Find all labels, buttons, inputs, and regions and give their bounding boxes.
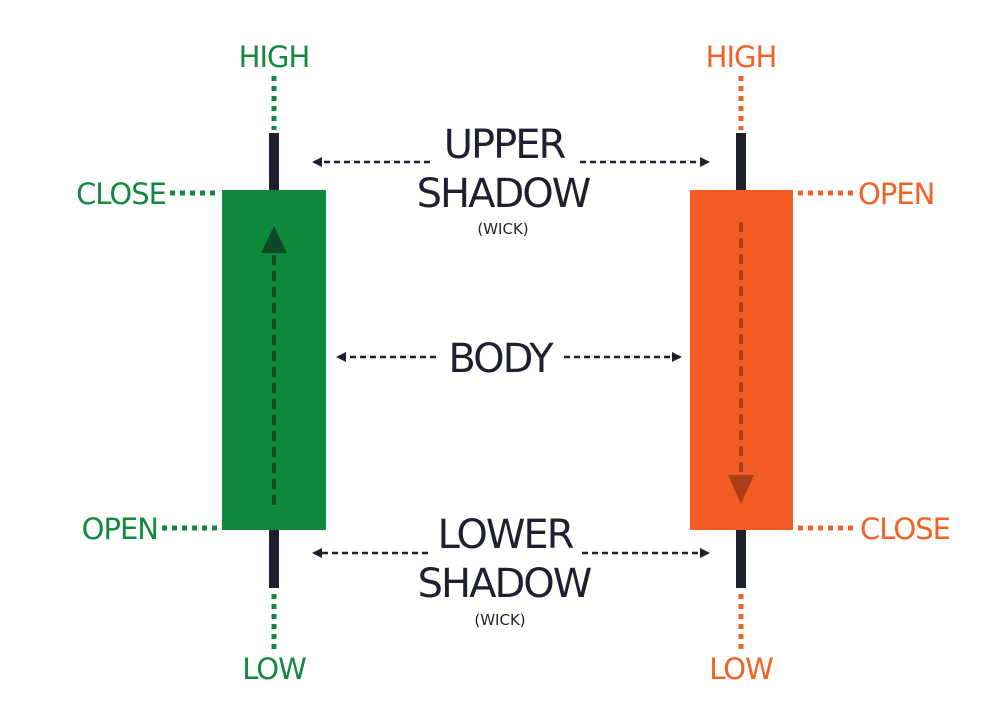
bearish-upper-wick [736,133,746,191]
body-label: BODY [448,336,554,382]
bearish-close-label: CLOSE [860,512,950,546]
bullish-low-label: LOW [242,652,306,686]
bullish-upper-wick [269,133,279,191]
upper-shadow-label-line1: UPPER [444,122,566,168]
bearish-lower-wick [736,530,746,588]
lower-shadow-annotation: LOWER SHADOW (WICK) [312,512,710,629]
bearish-open-label: OPEN [858,177,934,211]
bearish-low-label: LOW [709,652,773,686]
bearish-direction-arrow-head [728,475,754,504]
upper-shadow-label-line2: SHADOW [417,171,591,217]
lower-shadow-label-line2: SHADOW [418,561,592,607]
body-annotation: BODY [336,336,682,382]
bearish-high-label: HIGH [706,40,777,74]
bullish-direction-arrow-head [261,226,287,253]
upper-shadow-annotation: UPPER SHADOW (WICK) [312,122,710,238]
lower-shadow-label-line1: LOWER [438,512,574,558]
upper-shadow-label-line3: (WICK) [477,220,528,238]
bearish-candle: HIGH OPEN CLOSE LOW [690,40,951,686]
bullish-lower-wick [269,530,279,588]
lower-shadow-label-line3: (WICK) [474,611,525,629]
bullish-open-label: OPEN [82,512,158,546]
bullish-high-label: HIGH [239,40,310,74]
bullish-close-label: CLOSE [76,177,166,211]
bullish-candle: HIGH CLOSE OPEN LOW [76,40,326,686]
